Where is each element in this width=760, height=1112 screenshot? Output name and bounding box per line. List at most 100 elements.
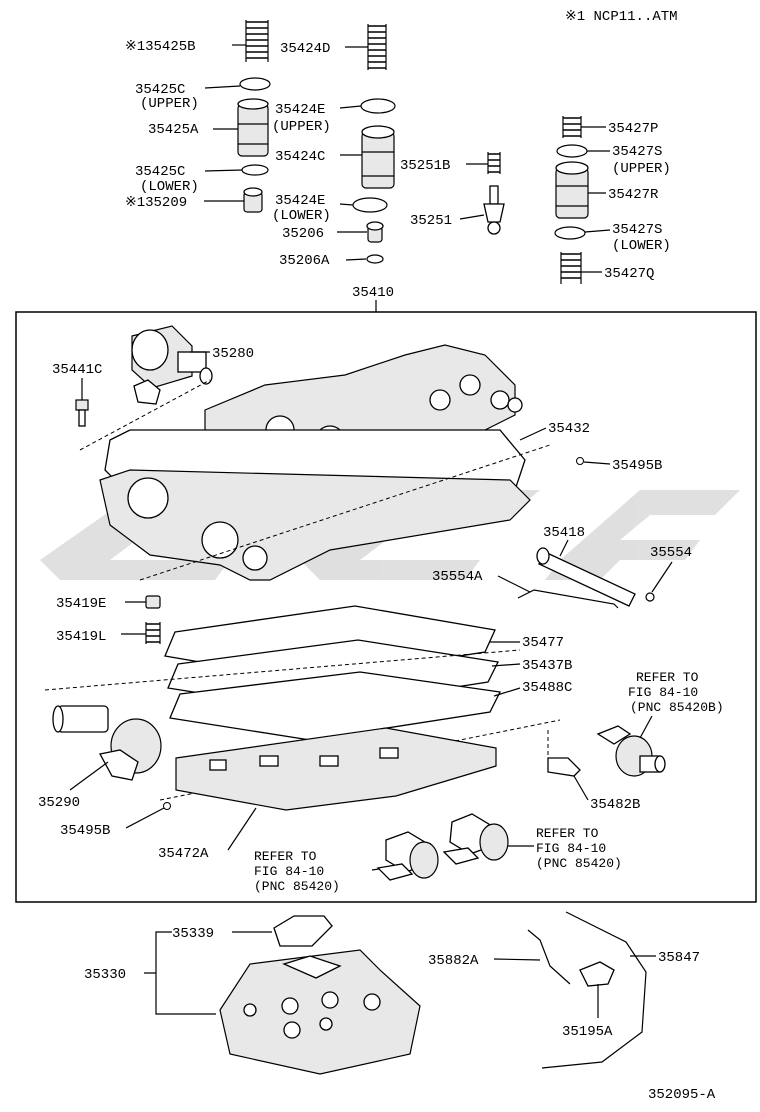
refer3-line2: FIG 84-10 [536, 841, 606, 856]
bracket-35195A [579, 961, 615, 987]
label-35424D: 35424D [280, 41, 330, 57]
label-35437B: 35437B [522, 658, 572, 674]
label-35424E-upper-sub: (UPPER) [272, 119, 331, 135]
oring-35425C-upper [239, 77, 271, 91]
label-35410: 35410 [352, 285, 394, 301]
label-35424E-upper: 35424E [275, 102, 325, 118]
label-35427P: 35427P [608, 121, 658, 137]
label-35290: 35290 [38, 795, 80, 811]
header-note: ※1 NCP11..ATM [565, 9, 678, 25]
label-35419E: 35419E [56, 596, 106, 612]
oring-35427S-lower [554, 226, 586, 240]
ball-35495B-top [576, 457, 584, 465]
label-35882A: 35882A [428, 953, 479, 969]
label-35206: 35206 [282, 226, 324, 242]
label-35472A: 35472A [158, 846, 209, 862]
tube-35418 [536, 547, 636, 607]
label-35482B: 35482B [590, 797, 640, 813]
lower-valve-body [99, 469, 531, 581]
label-35495B-bottom: 35495B [60, 823, 110, 839]
solenoid-refer3 [442, 813, 509, 865]
oring-35424E-upper [360, 98, 396, 114]
label-35251: 35251 [410, 213, 452, 229]
label-35427S-lower: 35427S [612, 222, 662, 238]
label-35425C-upper-sub: (UPPER) [140, 96, 199, 112]
bolt-35441C [75, 399, 89, 427]
label-35424C: 35424C [275, 149, 325, 165]
gasket-35339 [273, 915, 333, 947]
filter-35330 [219, 949, 421, 1075]
label-35418: 35418 [543, 525, 585, 541]
label-35427R: 35427R [608, 187, 659, 203]
label-35424E-lower: 35424E [275, 193, 325, 209]
plug-35419E [145, 595, 161, 609]
label-35847: 35847 [658, 950, 700, 966]
label-35425C-lower: 35425C [135, 164, 185, 180]
refer2-line2: FIG 84-10 [254, 864, 324, 879]
pipe-35847 [541, 911, 647, 1069]
label-35330: 35330 [84, 967, 126, 983]
refer2-line3: (PNC 85420) [254, 879, 340, 894]
sleeve-35427R [555, 161, 589, 219]
refer1-line2: FIG 84-10 [628, 685, 698, 700]
label-135425B: ※135425B [125, 39, 196, 55]
label-35488C: 35488C [522, 680, 572, 696]
pipe-35554A [517, 589, 619, 609]
bracket-35482B [547, 757, 581, 777]
spring-35427Q [560, 252, 582, 284]
label-35195A: 35195A [562, 1024, 613, 1040]
label-35425C-upper: 35425C [135, 82, 185, 98]
solenoid-35280 [131, 325, 213, 405]
label-35339: 35339 [172, 926, 214, 942]
refer2-line1: REFER TO [254, 849, 317, 864]
pipe-35882A [527, 929, 571, 985]
assembly-frame [15, 311, 757, 903]
spring-35419L [145, 622, 161, 644]
ball-35495B-bottom [163, 802, 171, 810]
label-35427S-upper: 35427S [612, 144, 662, 160]
solenoid-35290 [52, 705, 162, 781]
refer3-line3: (PNC 85420) [536, 856, 622, 871]
label-35419L: 35419L [56, 629, 106, 645]
solenoid-refer1 [596, 725, 666, 777]
sleeve-35424C [361, 125, 395, 189]
refer1-line3: (PNC 85420B) [630, 700, 724, 715]
sleeve-35425A [237, 98, 269, 157]
spring-135425B [245, 18, 269, 62]
label-35495B-top: 35495B [612, 458, 662, 474]
plate-35488C [169, 671, 501, 741]
spring-35251B [487, 152, 501, 174]
refer1-line1: REFER TO [636, 670, 699, 685]
label-35206A: 35206A [279, 253, 330, 269]
label-35424E-lower-sub: (LOWER) [272, 208, 331, 224]
figure-code: 352095-A [648, 1087, 716, 1103]
spring-35424D [367, 24, 387, 70]
lower-body-35472A [175, 727, 497, 811]
label-35477: 35477 [522, 635, 564, 651]
label-35427Q: 35427Q [604, 266, 654, 282]
label-35280: 35280 [212, 346, 254, 362]
label-35425A: 35425A [148, 122, 199, 138]
label-35427S-upper-sub: (UPPER) [612, 161, 671, 177]
valve-35251 [483, 185, 505, 235]
label-35425C-lower-sub: (LOWER) [140, 179, 199, 195]
label-135209: ※135209 [125, 195, 187, 211]
refer3-line1: REFER TO [536, 826, 599, 841]
clip-35206A [366, 254, 384, 264]
plug-135209 [243, 187, 263, 213]
label-35441C: 35441C [52, 362, 102, 378]
label-35427S-lower-sub: (LOWER) [612, 238, 671, 254]
label-35554A: 35554A [432, 569, 483, 585]
plug-35206 [366, 221, 384, 243]
label-35554: 35554 [650, 545, 692, 561]
label-35432: 35432 [548, 421, 590, 437]
spring-35427P [562, 116, 582, 138]
label-35251B: 35251B [400, 158, 450, 174]
oring-35427S-upper [556, 144, 588, 158]
oring-35425C-lower [241, 164, 269, 176]
clip-35554 [645, 592, 655, 602]
oring-35424E-lower [352, 197, 388, 213]
solenoid-refer2 [376, 831, 439, 881]
